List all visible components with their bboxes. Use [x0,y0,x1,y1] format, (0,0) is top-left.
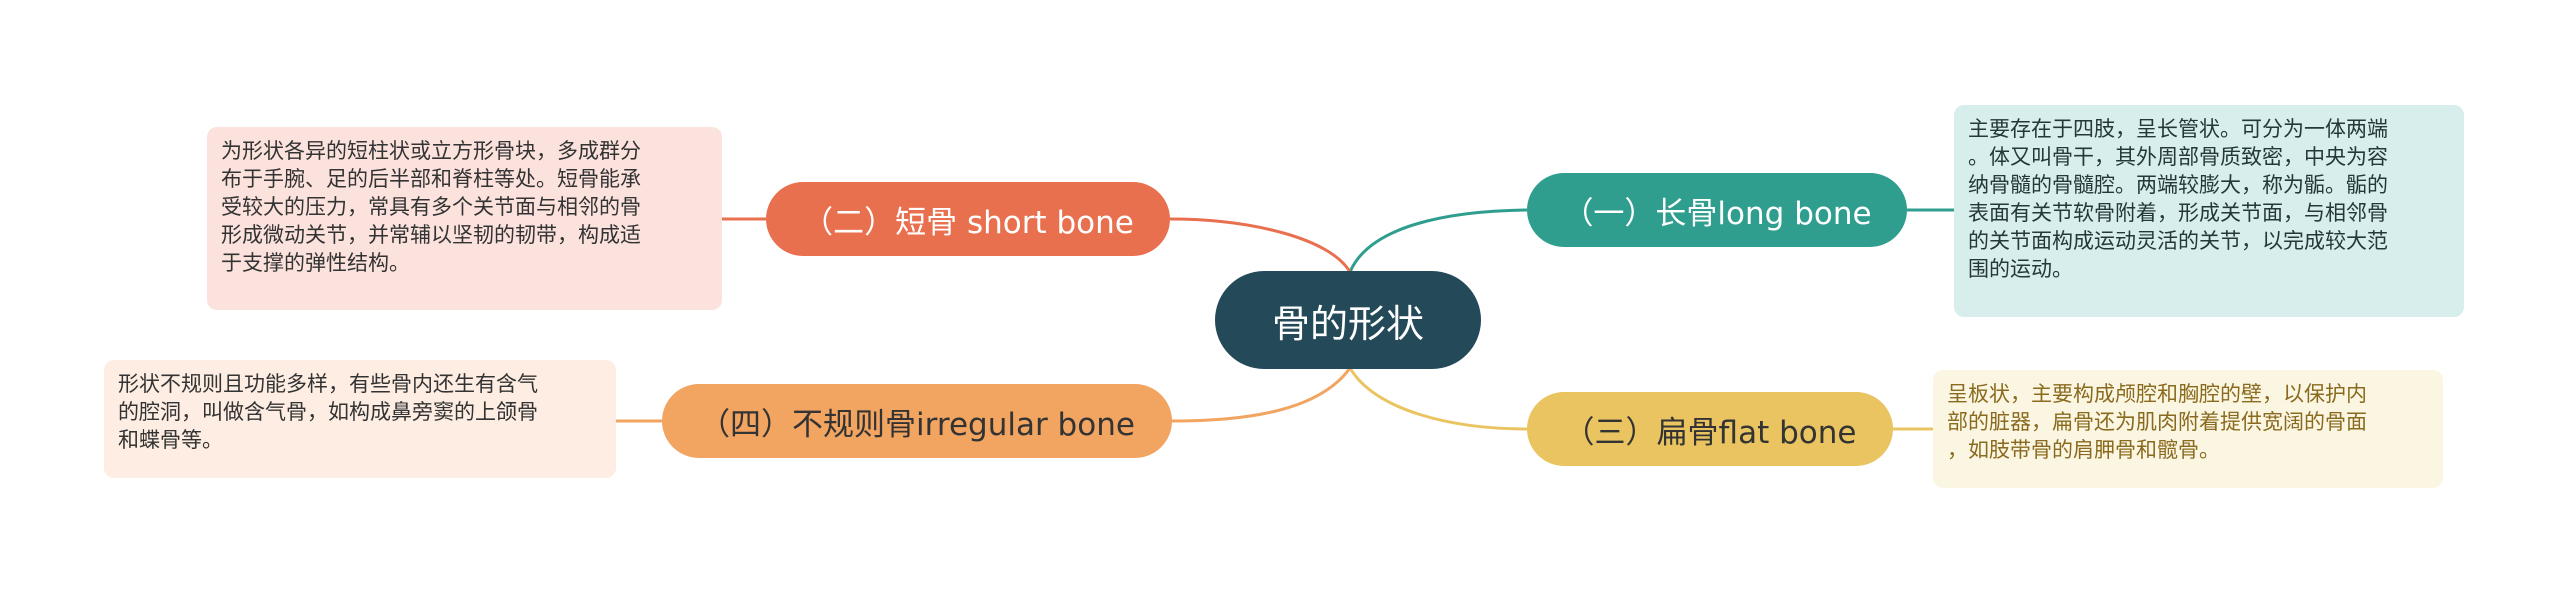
description-line: 的关节面构成运动灵活的关节，以完成较大范 [1968,229,2388,253]
branch-long-bone[interactable]: （一）长骨long bone [1527,173,1907,247]
branch-flat-bone[interactable]: （三）扁骨flat bone [1527,392,1893,466]
branch-label: （一）长骨long bone [1562,195,1872,232]
branch-label: （二）短骨 short bone [802,204,1134,241]
connector-center-to-long-bone [1348,208,1528,273]
description-line: 形状不规则且功能多样，有些骨内还生有含气 [118,372,538,396]
branch-label: （四）不规则骨irregular bone [699,406,1135,443]
central-topic-label: 骨的形状 [1271,301,1424,346]
description-line: ，如肢带骨的肩胛骨和髋骨。 [1947,438,2220,462]
leaf-flat-bone-description[interactable]: 呈板状，主要构成颅腔和胸腔的壁，以保护内 部的脏器，扁骨还为肌肉附着提供宽阔的骨… [1933,370,2443,488]
central-topic[interactable]: 骨的形状 [1215,271,1481,369]
branch-label: （三）扁骨flat bone [1563,414,1857,451]
branch-irregular-bone[interactable]: （四）不规则骨irregular bone [662,384,1172,458]
description-line: 表面有关节软骨附着，形成关节面，与相邻骨 [1968,201,2388,225]
description-line: 为形状各异的短柱状或立方形骨块，多成群分 [221,139,641,163]
leaf-irregular-bone-description[interactable]: 形状不规则且功能多样，有些骨内还生有含气 的腔洞，叫做含气骨，如构成鼻旁窦的上颌… [104,360,616,478]
description-line: 形成微动关节，并常辅以坚韧的韧带，构成适 [221,223,641,247]
description-line: 于支撑的弹性结构。 [221,251,410,275]
branch-short-bone[interactable]: （二）短骨 short bone [766,182,1170,256]
description-line: 的腔洞，叫做含气骨，如构成鼻旁窦的上颌骨 [118,400,538,424]
description-line: 。体又叫骨干，其外周部骨质致密，中央为容 [1968,145,2388,169]
leaf-long-bone-description[interactable]: 主要存在于四肢，呈长管状。可分为一体两端 。体又叫骨干，其外周部骨质致密，中央为… [1954,105,2464,317]
description-line: 呈板状，主要构成颅腔和胸腔的壁，以保护内 [1947,382,2367,406]
description-line: 部的脏器，扁骨还为肌肉附着提供宽阔的骨面 [1947,410,2367,434]
description-line: 受较大的压力，常具有多个关节面与相邻的骨 [221,195,641,219]
description-line: 围的运动。 [1968,257,2073,281]
description-line: 和蝶骨等。 [118,428,223,452]
connector-center-to-flat-bone [1348,367,1528,431]
description-line: 主要存在于四肢，呈长管状。可分为一体两端 [1968,117,2388,141]
connector-center-to-irregular-bone [1171,367,1352,423]
connector-center-to-short-bone [1169,217,1352,273]
description-line: 布于手腕、足的后半部和脊柱等处。短骨能承 [221,167,641,191]
leaf-short-bone-description[interactable]: 为形状各异的短柱状或立方形骨块，多成群分 布于手腕、足的后半部和脊柱等处。短骨能… [207,127,722,310]
description-line: 纳骨髓的骨髓腔。两端较膨大，称为骺。骺的 [1968,173,2388,197]
